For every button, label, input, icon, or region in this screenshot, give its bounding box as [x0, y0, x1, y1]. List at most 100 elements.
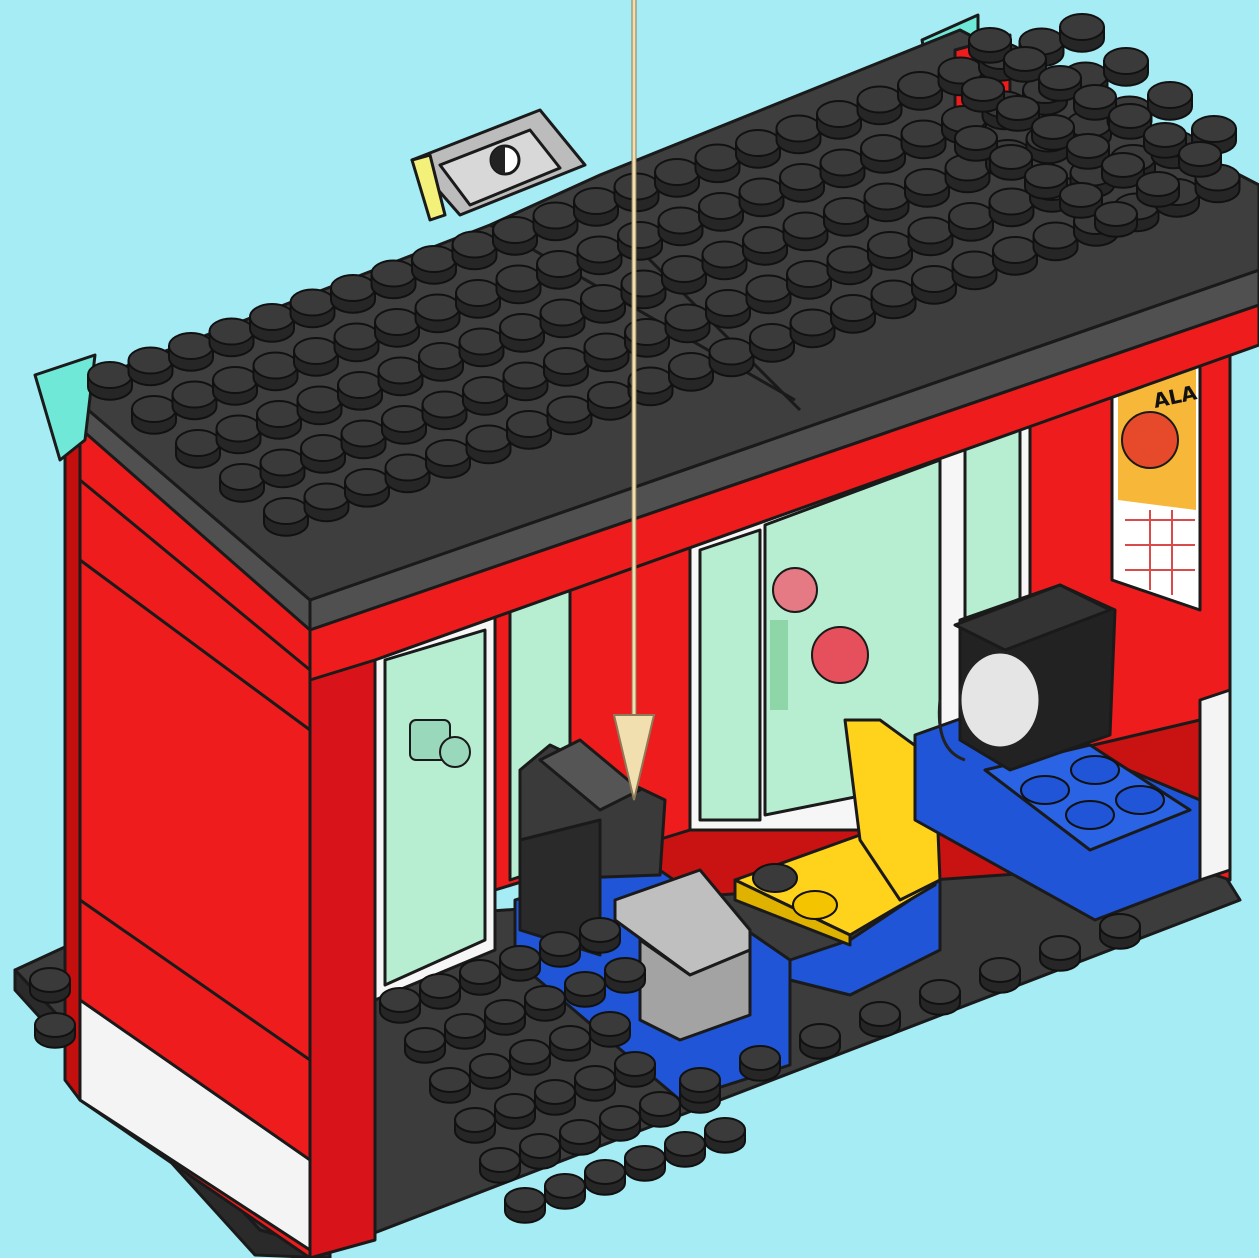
stud [580, 918, 620, 953]
stud [463, 377, 507, 415]
stud [331, 275, 375, 313]
stud [868, 232, 912, 270]
stud [537, 251, 581, 289]
stud [520, 1134, 560, 1169]
stud [622, 271, 666, 309]
stud [460, 960, 500, 995]
stud [791, 310, 835, 348]
stud [544, 348, 588, 386]
stud [780, 164, 824, 202]
stud [298, 387, 342, 425]
stud [345, 469, 389, 507]
stud [372, 261, 416, 299]
stud [445, 1014, 485, 1049]
stud [655, 159, 699, 197]
stud [1148, 82, 1192, 120]
stud [217, 416, 261, 454]
stud [173, 382, 217, 420]
stud [565, 972, 605, 1007]
front-pillar [310, 610, 375, 1258]
stud [861, 135, 905, 173]
stud [640, 1092, 680, 1127]
stud [784, 213, 828, 251]
stud [1104, 48, 1148, 86]
stud [386, 455, 430, 493]
stud [548, 397, 592, 435]
stud [504, 363, 548, 401]
stud [510, 1040, 550, 1075]
stud [535, 1080, 575, 1115]
stud [993, 237, 1037, 275]
stud [467, 426, 511, 464]
stud [550, 1026, 590, 1061]
stud [659, 208, 703, 246]
stud [615, 1052, 655, 1087]
stud [525, 986, 565, 1021]
stud [456, 280, 500, 318]
stud [710, 339, 754, 377]
stud [1060, 14, 1104, 52]
stud [858, 87, 902, 125]
stud [740, 1046, 780, 1081]
stud [500, 946, 540, 981]
stud [453, 232, 497, 270]
stud [581, 285, 625, 323]
stud [747, 276, 791, 314]
stud [430, 1068, 470, 1103]
stud [898, 72, 942, 110]
stud [787, 261, 831, 299]
stud [949, 203, 993, 241]
stud [574, 188, 618, 226]
stud [575, 1066, 615, 1101]
stud [132, 396, 176, 434]
stud [618, 222, 662, 260]
stud [534, 203, 578, 241]
stud [380, 988, 420, 1023]
stud [412, 246, 456, 284]
stud [470, 1054, 510, 1089]
stud [828, 247, 872, 285]
stud [485, 1000, 525, 1035]
stud [382, 406, 426, 444]
stud [821, 150, 865, 188]
stud [423, 392, 467, 430]
stud [909, 218, 953, 256]
stud [736, 130, 780, 168]
stud [301, 435, 345, 473]
stud [416, 295, 460, 333]
stud [585, 334, 629, 372]
stud [600, 1106, 640, 1141]
stud [493, 217, 537, 255]
stud [703, 242, 747, 280]
stud [585, 1160, 625, 1195]
stud [1034, 223, 1078, 261]
stud [902, 121, 946, 159]
stud [912, 266, 956, 304]
stud [338, 372, 382, 410]
stud [220, 464, 264, 502]
stud [743, 227, 787, 265]
front-door [375, 605, 495, 1000]
stud [426, 440, 470, 478]
stud [507, 411, 551, 449]
stud [88, 362, 132, 400]
stud [497, 266, 541, 304]
stud [740, 179, 784, 217]
stud [980, 958, 1020, 993]
stud [460, 329, 504, 367]
stud [831, 295, 875, 333]
stud [420, 974, 460, 1009]
stud [920, 980, 960, 1015]
stud [1040, 936, 1080, 971]
stud [379, 358, 423, 396]
stud [625, 1146, 665, 1181]
stud [750, 324, 794, 362]
stud [777, 116, 821, 154]
stud [578, 237, 622, 275]
stud [500, 314, 544, 352]
stud [261, 450, 305, 488]
stud [495, 1094, 535, 1129]
stud [605, 958, 645, 993]
stud [342, 421, 386, 459]
